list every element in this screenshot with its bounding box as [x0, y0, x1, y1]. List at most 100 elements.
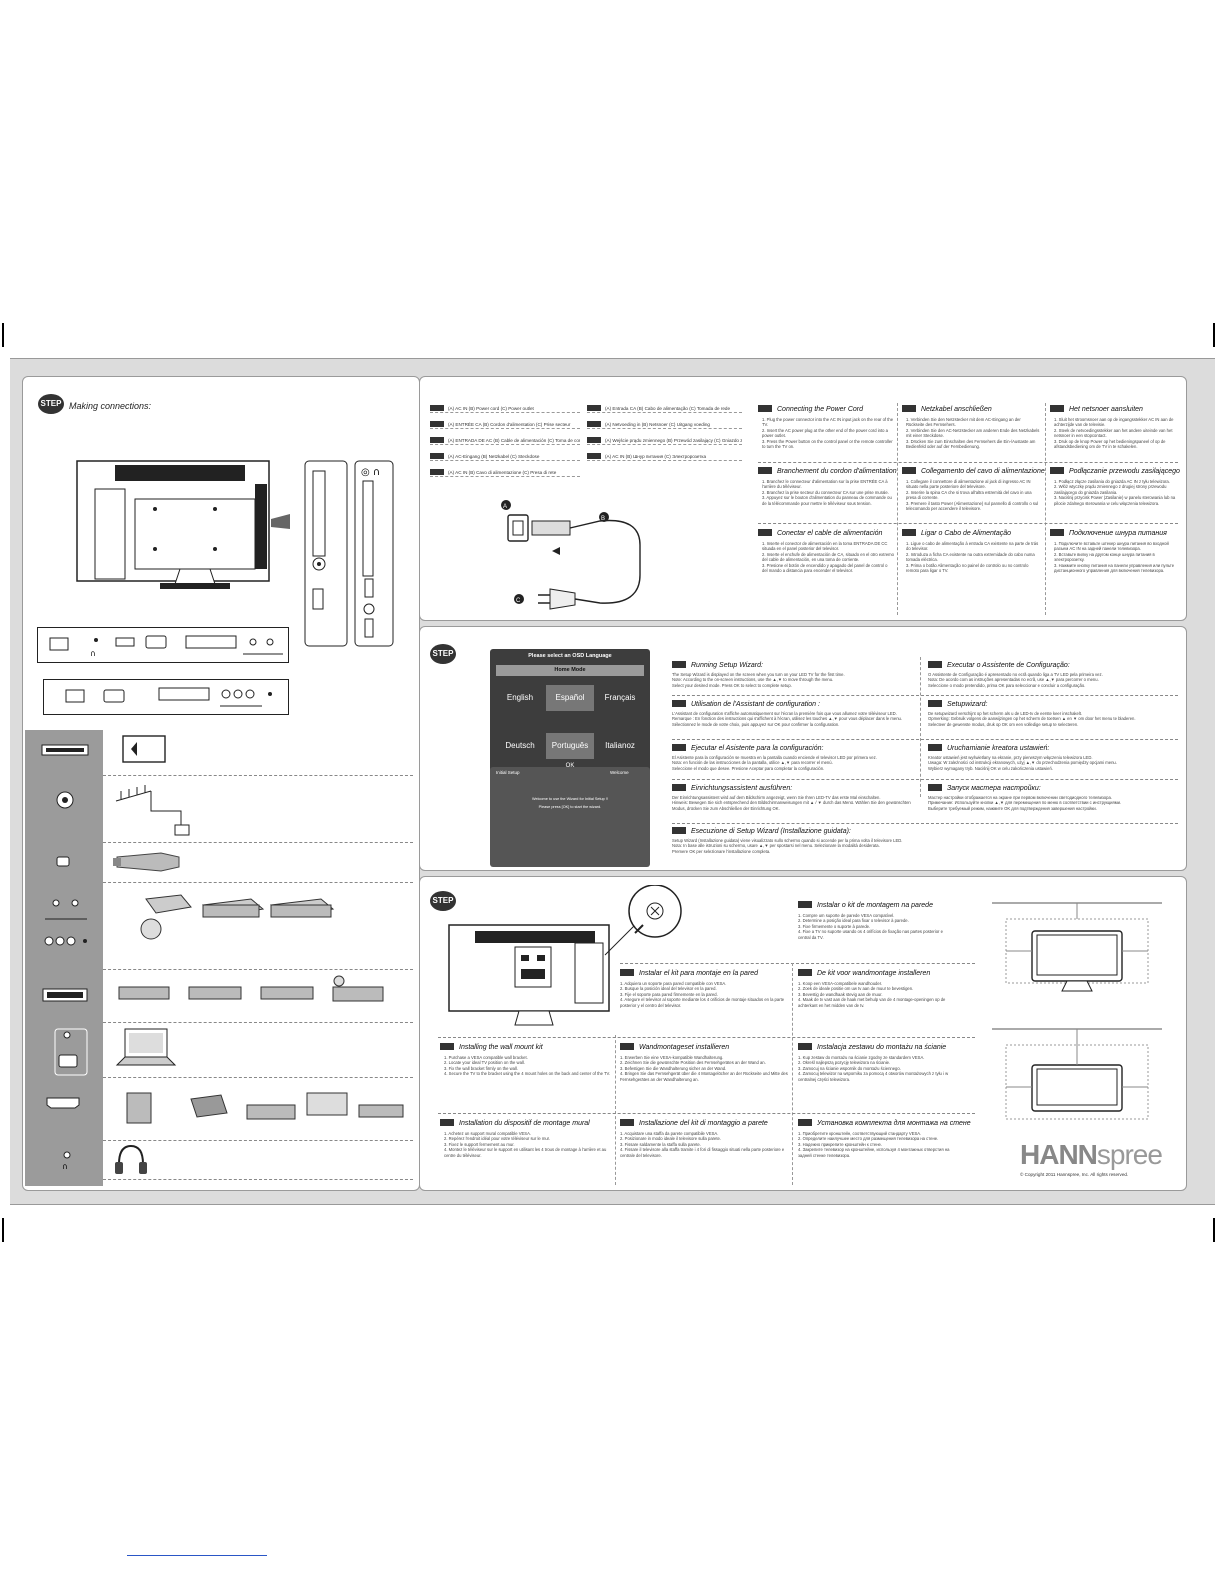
- section-heading: Netzkabel anschließen: [902, 405, 992, 413]
- power-legend-item: (A) AC IN (B) Power cord (C) Power outle…: [430, 405, 580, 413]
- setup-screen-instruction: Please press [OK] to start the wizard.: [538, 805, 602, 809]
- av-input-icon: [44, 899, 87, 946]
- setup-wizard-panel: STEP Please select an OSD Language Home …: [419, 626, 1187, 871]
- section-heading: Instalacja zestawu do montażu na ścianie: [798, 1043, 946, 1051]
- row-separator: [758, 523, 1178, 524]
- section-body: 1. Erwerben Sie eine VESA-kompatible Wan…: [620, 1055, 788, 1082]
- step-badge: STEP: [430, 891, 456, 911]
- row-separator: [103, 969, 413, 970]
- section-heading: Connecting the Power Cord: [758, 405, 863, 413]
- section-heading: Installation du dispositif de montage mu…: [440, 1119, 590, 1127]
- section-body: Kreator ustawień jest wyświetlany na ekr…: [928, 755, 1117, 771]
- power-legend-item: (A) Netvoeding in (B) Netsnoer (C) Uitga…: [587, 421, 742, 429]
- setup-screen-message: Welcome to use the Wizard for Initial Se…: [532, 797, 608, 801]
- tv-rear-illustration: [76, 460, 290, 589]
- section-body: 1. Purchase a VESA compatible wall brack…: [444, 1055, 611, 1077]
- row-separator: [672, 739, 1178, 740]
- section-body: 1. Branchez le connecteur d'alimentation…: [762, 479, 892, 506]
- section-heading: Running Setup Wizard:: [672, 661, 763, 669]
- step-badge: STEP: [38, 394, 64, 414]
- section-body: 1. Koop een VESA-compatibele wandhouder.…: [798, 981, 946, 1008]
- section-body: 1. Acquistare una staffa da parete compa…: [620, 1131, 785, 1158]
- column-divider: [615, 1035, 616, 1185]
- setup-screen-header-right: Welcome: [610, 770, 629, 775]
- osd-language-option[interactable]: Italianoz: [605, 741, 635, 750]
- row-separator: [103, 1077, 413, 1078]
- column-divider: [792, 963, 793, 1185]
- rear-connector-strip-1: ∩: [37, 627, 289, 663]
- brand-logo: HANNspree: [1020, 1139, 1163, 1171]
- brand-logo-strong: HANN: [1020, 1139, 1098, 1170]
- svg-text:∩: ∩: [62, 1162, 68, 1171]
- svg-text:∩: ∩: [90, 649, 96, 658]
- section-heading: Executar o Assistente de Configuração:: [928, 661, 1070, 669]
- scart-devices-icon: [118, 975, 384, 1002]
- vga-port-icon: [54, 1028, 88, 1076]
- osd-language-option[interactable]: Deutsch: [505, 741, 535, 750]
- section-body: 1. Inserte el conector de alimentación e…: [762, 541, 894, 574]
- antenna-jack-icon: [56, 791, 74, 809]
- section-body: 1. Compre um suporte de parede VESA comp…: [798, 913, 943, 940]
- osd-mode-bar[interactable]: Home Mode: [496, 665, 644, 676]
- section-body: Setup Wizard (Installazione guidata) vie…: [672, 838, 903, 854]
- ci-card-icon: [122, 735, 166, 763]
- row-separator: [103, 1179, 413, 1180]
- section-heading: Ejecutar el Asistente para la configurac…: [672, 744, 823, 752]
- section-body: Мастер настройки отображается на экране …: [928, 795, 1122, 811]
- row-separator: [103, 842, 413, 843]
- section-heading: Branchement du cordon d'alimentation: [758, 467, 897, 475]
- hdmi-port-icon: [46, 1097, 80, 1109]
- osd-title: Please select an OSD Language: [528, 653, 612, 659]
- row-separator: [103, 882, 413, 883]
- row-separator: [672, 823, 1178, 824]
- crop-mark-bottom-right: [1213, 1218, 1215, 1242]
- step-badge: STEP: [430, 644, 456, 664]
- section-heading: Het netsnoer aansluiten: [1050, 405, 1143, 413]
- section-heading: Ligar o Cabo de Alimentação: [902, 529, 1011, 537]
- section-heading: Подключение шнура питания: [1050, 529, 1167, 537]
- label-c: C: [516, 598, 521, 604]
- wall-mount-tv-illustration: [448, 885, 682, 1026]
- initial-setup-screen: Initial Setup Welcome Welcome to use the…: [490, 767, 650, 867]
- osd-language-option[interactable]: Español: [546, 685, 594, 711]
- power-legend-item: (A) ENTRÉE CA (B) Cordon d'alimentation …: [430, 421, 580, 429]
- row-separator: [758, 462, 1178, 463]
- power-legend-item: (A) AC IN (B) Cavo di alimentazione (C) …: [430, 469, 580, 477]
- section-body: 1. Sluit het stroomsnoer aan op de ingan…: [1054, 417, 1174, 450]
- label-a: A: [503, 504, 507, 510]
- brand-logo-light: spree: [1096, 1139, 1163, 1170]
- row-separator: [620, 963, 975, 964]
- power-legend-item: (A) AC IN (B) Шнур питания (C) Электроро…: [587, 453, 742, 461]
- power-legend-item: (A) AC-Eingang (B) Netzkabel (C) Steckdo…: [430, 453, 580, 461]
- section-heading: De kit voor wandmontage installeren: [798, 969, 930, 977]
- osd-language-option[interactable]: Français: [604, 693, 636, 702]
- antenna-icon: [115, 785, 190, 836]
- laptop-icon: [115, 1028, 177, 1066]
- section-body: The Setup Wizard is displayed on the scr…: [672, 672, 845, 688]
- section-body: 1. Plug the power connector into the AC …: [762, 417, 894, 450]
- usb-port-icon: [56, 856, 70, 867]
- section-heading: Установка комплекта для монтажа на стене: [798, 1119, 971, 1127]
- power-cord-panel: (A) AC IN (B) Power cord (C) Power outle…: [419, 376, 1187, 621]
- section-heading: Запуск мастера настройки:: [928, 784, 1041, 792]
- section-title: Making connections:: [69, 401, 152, 411]
- connections-panel: STEP Making connections: ◎ ∩ ∩: [22, 376, 420, 1191]
- section-body: O Assistente de Configuração é apresenta…: [928, 672, 1103, 688]
- section-heading: Utilisation de l'Assistant de configurat…: [672, 700, 820, 708]
- copyright-text: © Copyright 2011 Hannspree, Inc. All rig…: [1020, 1172, 1129, 1177]
- osd-language-menu: Please select an OSD Language Home Mode …: [490, 649, 650, 774]
- av-devices-icon: [140, 894, 335, 940]
- section-heading: Esecuzione di Setup Wizard (Installazion…: [672, 827, 851, 835]
- osd-language-option[interactable]: English: [506, 693, 534, 702]
- footer-underline: [127, 1555, 267, 1556]
- column-divider: [1045, 403, 1046, 615]
- section-body: 1. Collegare il connettore di alimentazi…: [906, 479, 1039, 512]
- power-legend-item: (A) Wejście prądu zmiennego (B) Przewód …: [587, 437, 742, 445]
- osd-language-option[interactable]: Português: [546, 733, 594, 759]
- headphones-icon: [115, 1144, 147, 1174]
- section-body: 1. Adquiera un soporte para pared compat…: [620, 981, 785, 1008]
- power-legend-item: (A) ENTRADA DE AC (B) Cable de alimentac…: [430, 437, 580, 445]
- side-connector-panel: ◎ ∩: [304, 460, 394, 647]
- row-separator: [672, 695, 1178, 696]
- section-body: 1. Achetez un support mural compatible V…: [444, 1131, 607, 1158]
